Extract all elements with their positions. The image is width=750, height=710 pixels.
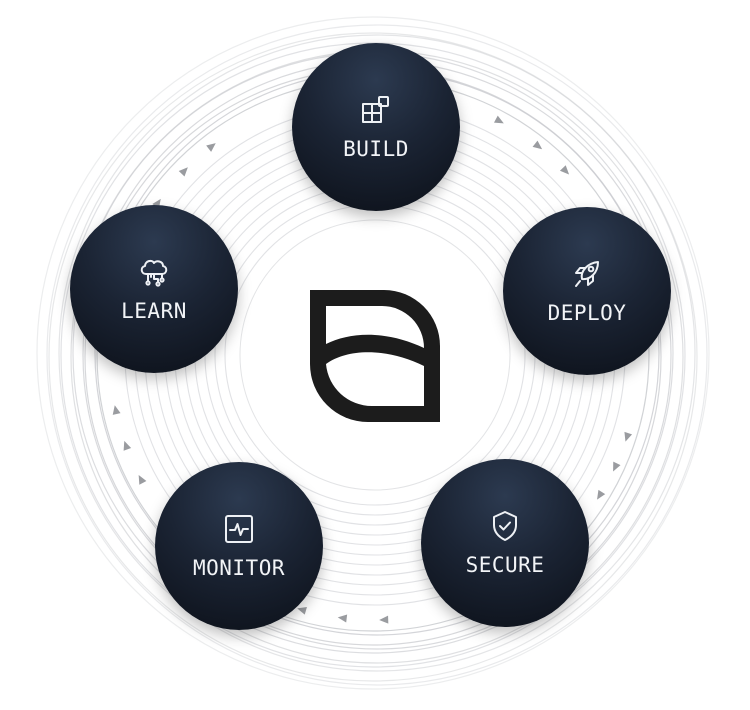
- flow-arrow: [597, 489, 606, 500]
- flow-arrow: [337, 614, 348, 623]
- secure-node[interactable]: SECURE: [421, 459, 589, 627]
- flow-arrow: [379, 615, 389, 624]
- blocks-icon: [359, 93, 393, 127]
- rocket-icon: [570, 257, 604, 291]
- flow-arrow: [112, 405, 121, 415]
- flow-arrow: [559, 165, 570, 175]
- flow-arrow: [297, 606, 307, 615]
- background-ring: [46, 24, 708, 686]
- activity-monitor-icon: [222, 512, 256, 546]
- build-node[interactable]: BUILD: [292, 43, 460, 211]
- leaf-logo: [310, 290, 440, 422]
- deploy-node[interactable]: DEPLOY: [503, 207, 671, 375]
- shield-check-icon: [488, 509, 522, 543]
- build-label: BUILD: [343, 137, 409, 161]
- flow-arrow: [123, 440, 132, 451]
- flow-arrow: [613, 461, 621, 472]
- flow-arrow: [178, 167, 188, 177]
- flow-arrow: [138, 474, 147, 485]
- background-ring: [58, 34, 696, 672]
- learn-label: LEARN: [121, 299, 187, 323]
- monitor-label: MONITOR: [192, 556, 285, 580]
- background-ring: [36, 16, 710, 690]
- cloud-network-icon: [137, 255, 171, 289]
- flow-arrow: [493, 115, 504, 124]
- deploy-label: DEPLOY: [547, 301, 627, 325]
- flow-arrow: [532, 140, 543, 150]
- background-ring: [48, 32, 698, 682]
- monitor-node[interactable]: MONITOR: [155, 462, 323, 630]
- secure-label: SECURE: [465, 553, 545, 577]
- flow-arrow: [206, 143, 216, 152]
- flow-arrow: [624, 431, 633, 442]
- learn-node[interactable]: LEARN: [70, 205, 238, 373]
